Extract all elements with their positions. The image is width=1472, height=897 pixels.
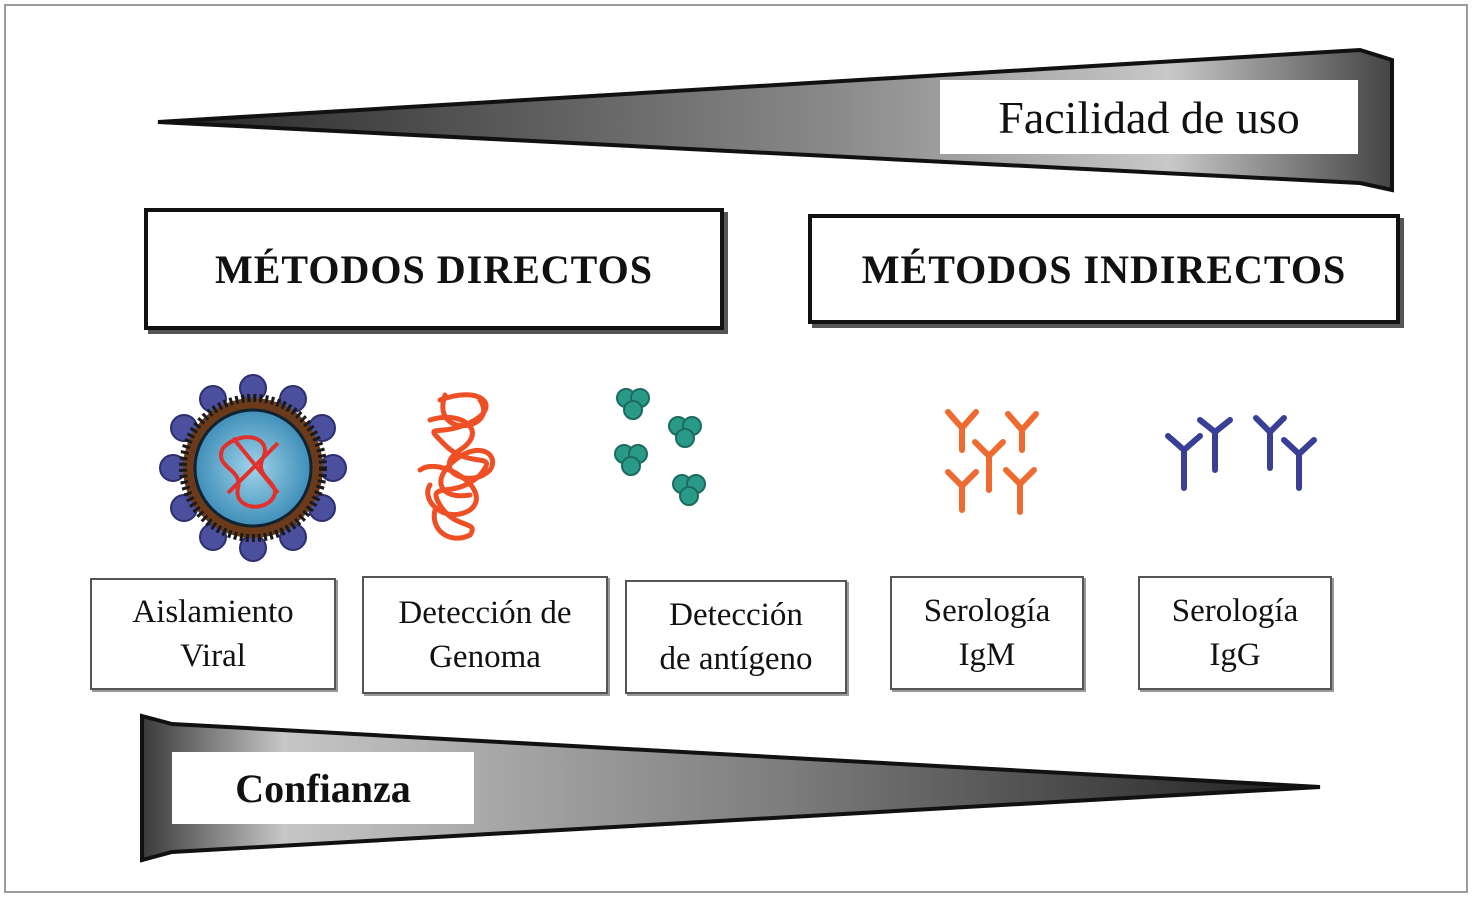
confidence-label: Confianza xyxy=(172,752,474,824)
antigen-cluster-icon xyxy=(614,388,706,506)
method-label-antigen-detection: Detección de antígeno xyxy=(625,580,847,694)
igg-antibody-icon xyxy=(1165,415,1317,491)
diagram-frame xyxy=(4,4,1468,893)
method-label-viral-isolation: Aislamiento Viral xyxy=(90,578,336,690)
method-label-igm-serology: Serología IgM xyxy=(890,576,1084,690)
virus-particle-icon xyxy=(159,374,347,562)
igm-antibody-icon xyxy=(945,409,1039,515)
genome-strand-icon xyxy=(417,392,495,541)
indirect-methods-heading: MÉTODOS INDIRECTOS xyxy=(808,214,1400,324)
ease-of-use-label: Facilidad de uso xyxy=(940,80,1358,154)
direct-methods-heading: MÉTODOS DIRECTOS xyxy=(144,208,724,330)
method-label-genome-detection: Detección de Genoma xyxy=(362,576,608,694)
method-label-igg-serology: Serología IgG xyxy=(1138,576,1332,690)
